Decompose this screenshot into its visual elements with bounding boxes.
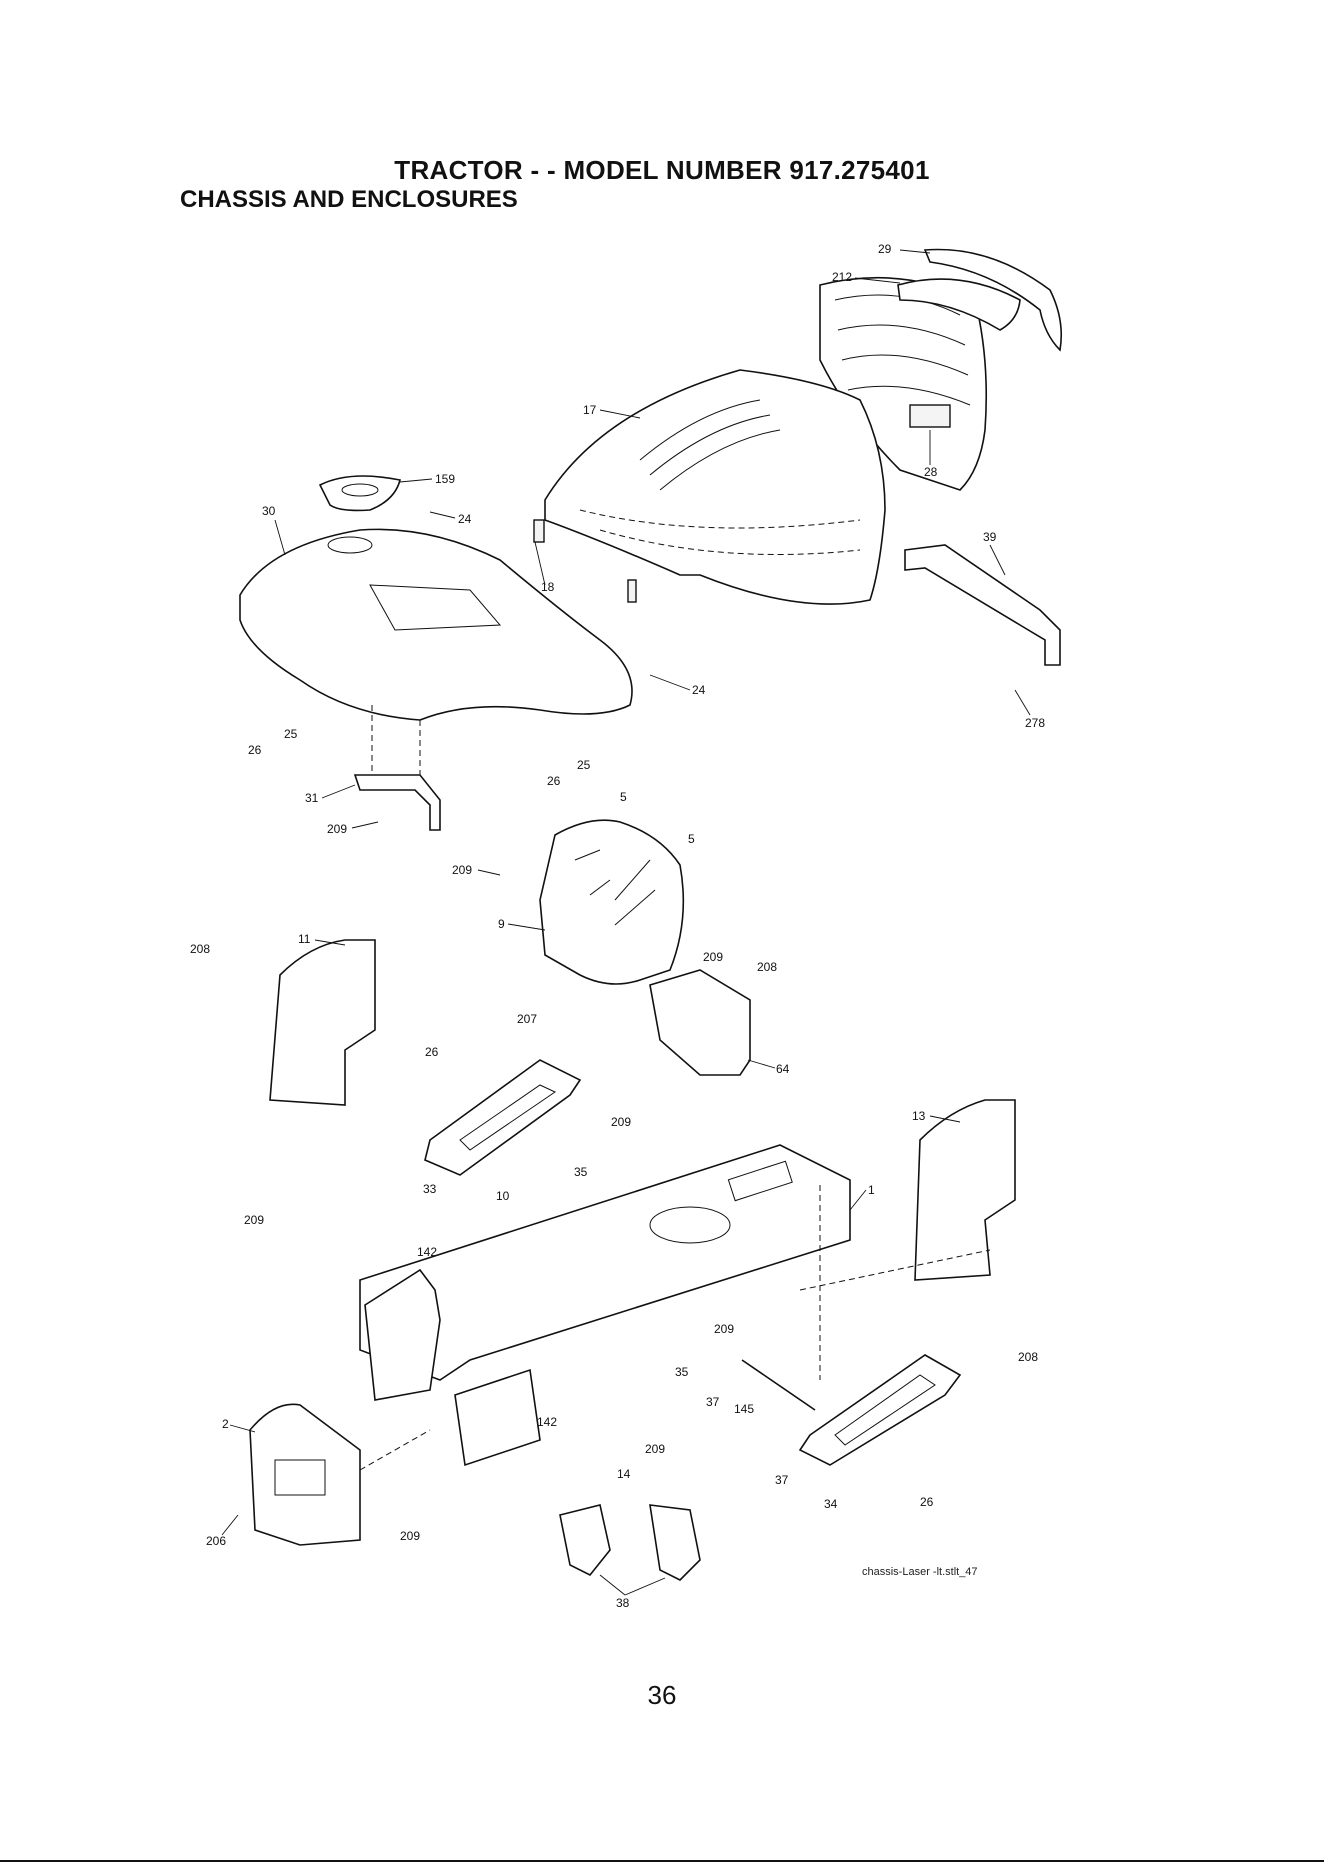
callout-209-h: 209 bbox=[400, 1529, 420, 1543]
callout-13: 13 bbox=[912, 1109, 926, 1123]
callout-209-b: 209 bbox=[452, 863, 472, 877]
callout-34: 34 bbox=[824, 1497, 838, 1511]
callout-26-left: 26 bbox=[248, 743, 262, 757]
bottom-rule bbox=[0, 1860, 1324, 1862]
part-hinge-bracket bbox=[650, 970, 750, 1075]
callout-25-left: 25 bbox=[284, 727, 298, 741]
callout-30: 30 bbox=[262, 504, 276, 518]
callout-208-right: 208 bbox=[1018, 1350, 1038, 1364]
callout-25-mid: 25 bbox=[577, 758, 591, 772]
callout-208-mid: 208 bbox=[757, 960, 777, 974]
callout-24-top: 24 bbox=[458, 512, 472, 526]
callout-5-a: 5 bbox=[620, 790, 627, 804]
callout-64: 64 bbox=[776, 1062, 790, 1076]
callout-278: 278 bbox=[1025, 716, 1045, 730]
part-side-panel-left bbox=[270, 940, 375, 1105]
callout-37-a: 37 bbox=[706, 1395, 720, 1409]
part-dash-panel bbox=[540, 820, 683, 984]
part-support-bracket bbox=[355, 775, 440, 830]
callout-142-bottom: 142 bbox=[537, 1415, 557, 1429]
callout-208-left: 208 bbox=[190, 942, 210, 956]
callout-207: 207 bbox=[517, 1012, 537, 1026]
part-footrest-left bbox=[425, 1060, 580, 1175]
callout-209-e: 209 bbox=[244, 1213, 264, 1227]
part-bracket bbox=[905, 545, 1060, 665]
callout-18: 18 bbox=[541, 580, 555, 594]
callout-14: 14 bbox=[617, 1467, 631, 1481]
callout-142-top: 142 bbox=[417, 1245, 437, 1259]
part-fuel-cap bbox=[320, 476, 400, 510]
callout-5-b: 5 bbox=[688, 832, 695, 846]
part-footrest-right bbox=[800, 1355, 960, 1465]
callout-145: 145 bbox=[734, 1402, 754, 1416]
callout-26-c: 26 bbox=[425, 1045, 439, 1059]
callout-38: 38 bbox=[616, 1596, 630, 1610]
callout-2: 2 bbox=[222, 1417, 229, 1431]
callout-209-a: 209 bbox=[327, 822, 347, 836]
callout-33: 33 bbox=[423, 1182, 437, 1196]
callout-209-g: 209 bbox=[645, 1442, 665, 1456]
callout-31: 31 bbox=[305, 791, 319, 805]
callout-29: 29 bbox=[878, 242, 892, 256]
callout-35-a: 35 bbox=[574, 1165, 588, 1179]
callout-26-mid: 26 bbox=[547, 774, 561, 788]
callout-159: 159 bbox=[435, 472, 455, 486]
part-fender bbox=[240, 529, 632, 720]
callout-35-b: 35 bbox=[675, 1365, 689, 1379]
callout-9: 9 bbox=[498, 917, 505, 931]
part-front-bumper bbox=[250, 1404, 360, 1545]
callout-206: 206 bbox=[206, 1534, 226, 1548]
callout-209-f: 209 bbox=[714, 1322, 734, 1336]
callout-11: 11 bbox=[298, 932, 311, 946]
part-axle-plate bbox=[455, 1370, 540, 1465]
page-number: 36 bbox=[0, 1680, 1324, 1711]
callout-212: 212 bbox=[832, 270, 852, 284]
callout-17: 17 bbox=[583, 403, 597, 417]
callout-28: 28 bbox=[924, 465, 938, 479]
callout-209-d: 209 bbox=[611, 1115, 631, 1129]
callout-209-c: 209 bbox=[703, 950, 723, 964]
callout-26-d: 26 bbox=[920, 1495, 934, 1509]
part-side-panel-right bbox=[915, 1100, 1015, 1280]
diagram-reference: chassis-Laser -lt.stlt_47 bbox=[862, 1566, 978, 1578]
callout-10: 10 bbox=[496, 1189, 510, 1203]
callout-24-right: 24 bbox=[692, 683, 706, 697]
callout-39: 39 bbox=[983, 530, 997, 544]
part-lower-brackets bbox=[560, 1505, 700, 1580]
callout-1: 1 bbox=[868, 1183, 875, 1197]
callout-37-b: 37 bbox=[775, 1473, 789, 1487]
